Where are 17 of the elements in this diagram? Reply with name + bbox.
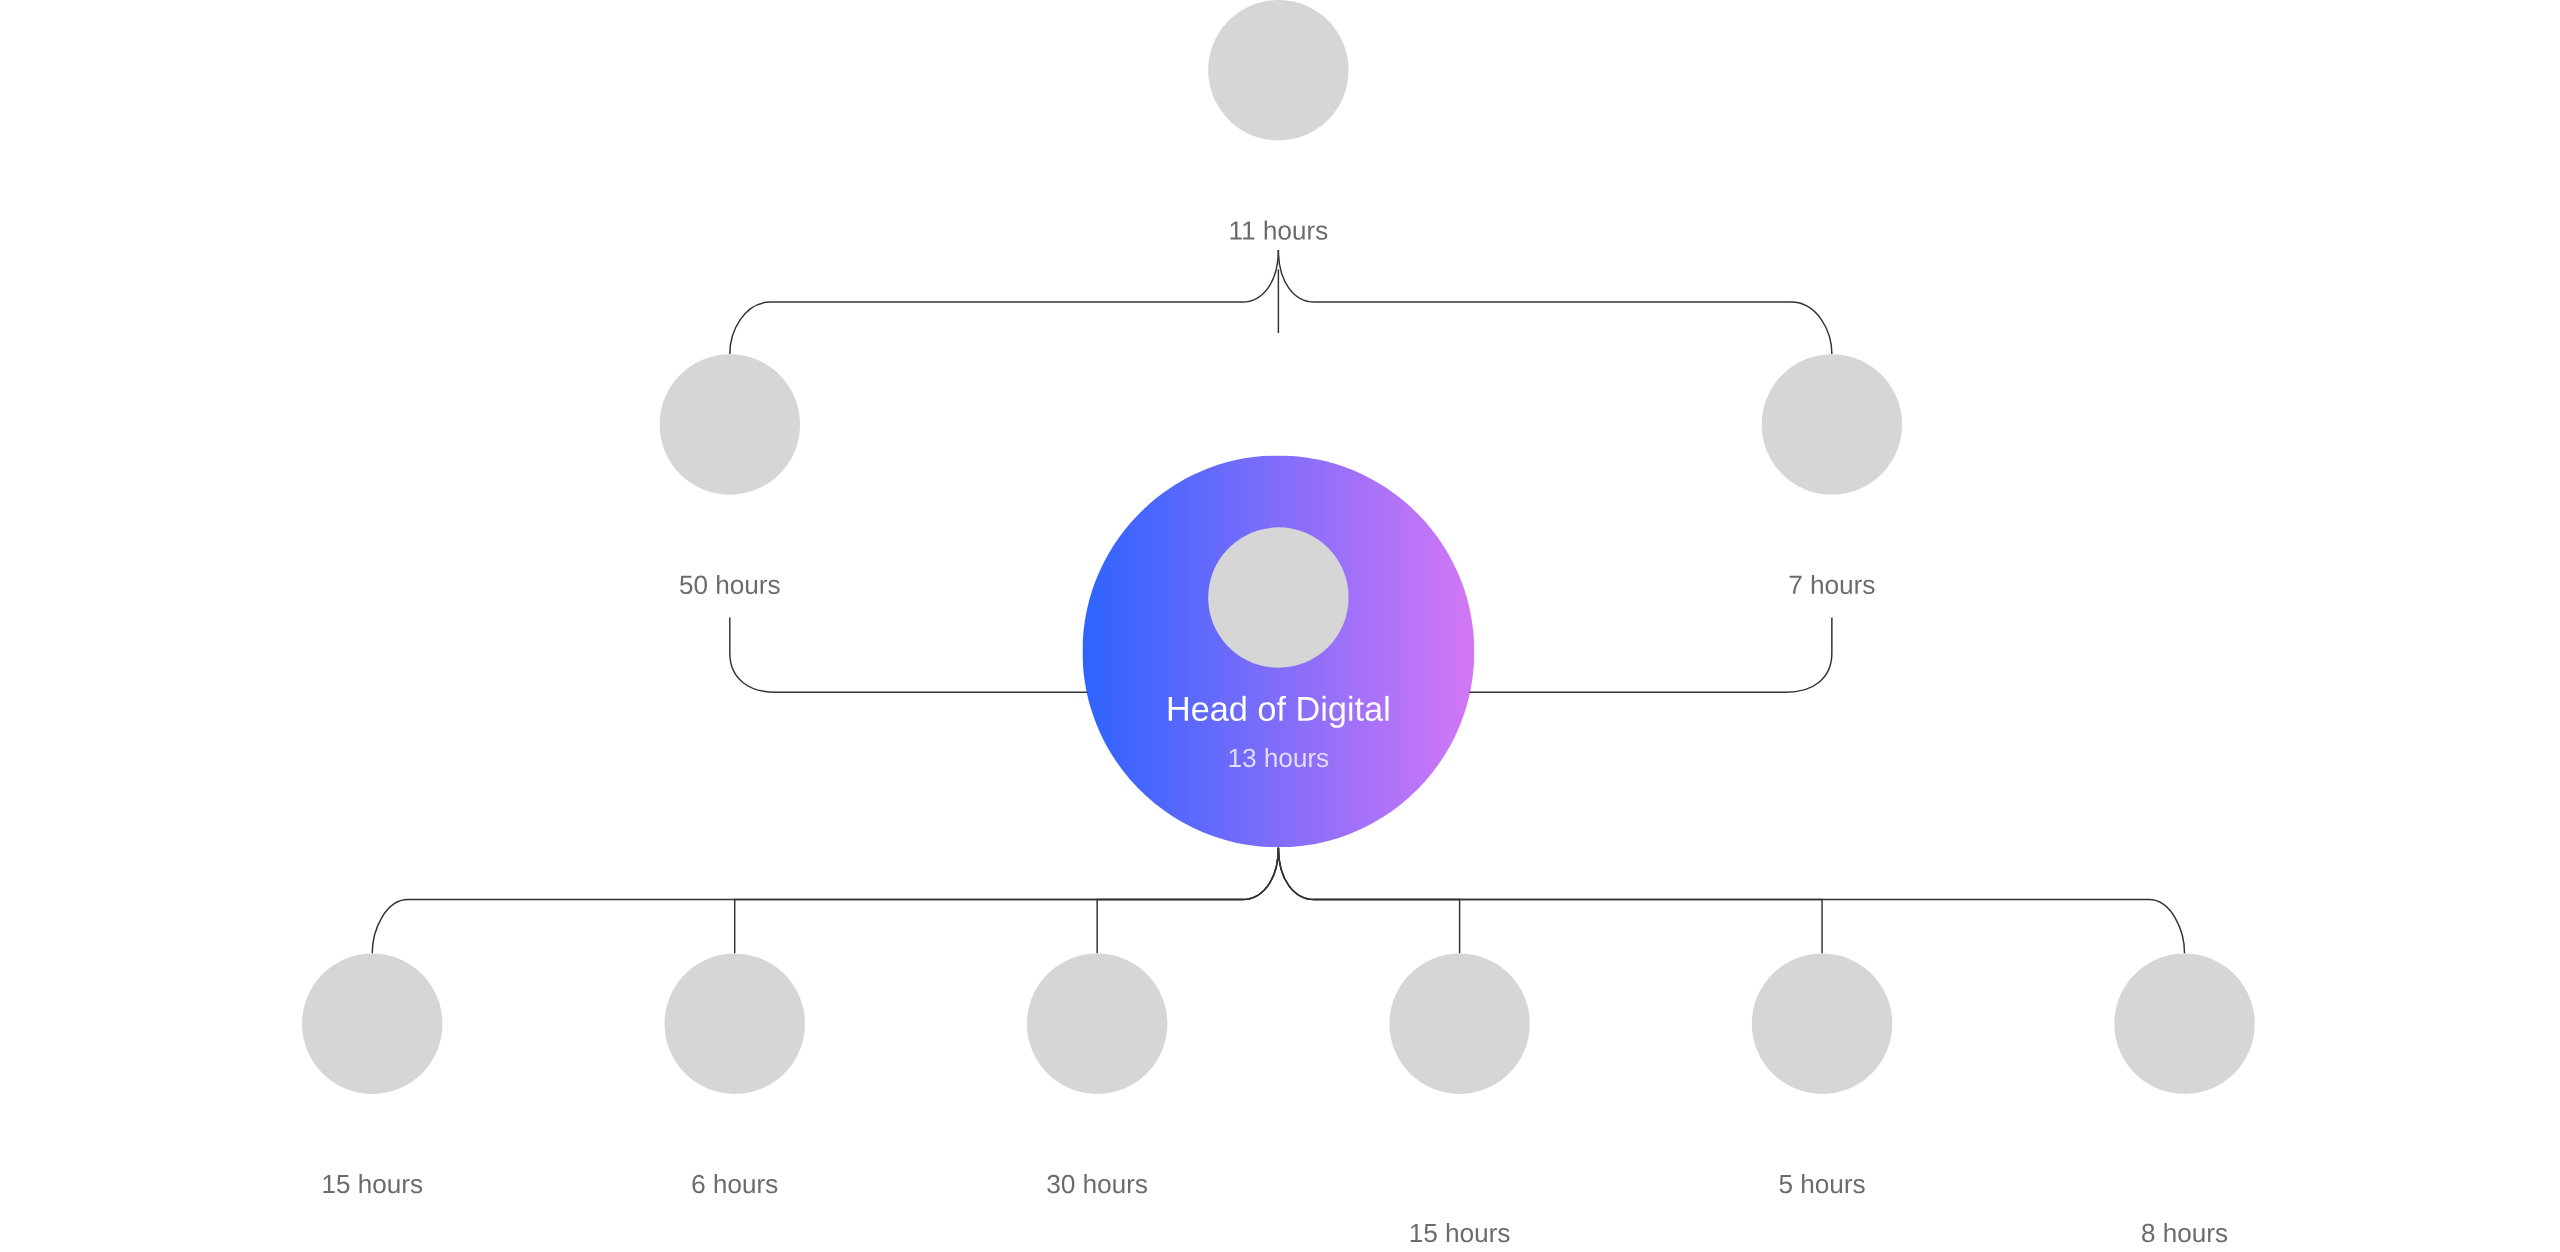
connector-line [1468,616,1833,693]
hours-label: 5 hours [1779,1174,1865,1194]
hours-label: 11 hours [1230,220,1328,240]
hours-label: 15 hours [323,1174,423,1194]
hours-label: 6 hours [692,1174,778,1194]
connector-line [729,616,1089,693]
hours-label: 13 hours [1229,747,1329,768]
hours-label: 7 hours [1789,574,1875,594]
avatar-photo [2114,953,2255,1094]
hours-label: 8 hours [2142,1222,2228,1243]
hours-label: 30 hours [1047,1174,1147,1194]
avatar-photo [1389,953,1530,1094]
hours-label: 15 hours [1410,1222,1510,1243]
connector-line [1277,249,1833,355]
node-title: Head of Digital [1168,695,1389,728]
connector-line [1277,846,2186,954]
hours-label: 50 hours [680,574,780,594]
